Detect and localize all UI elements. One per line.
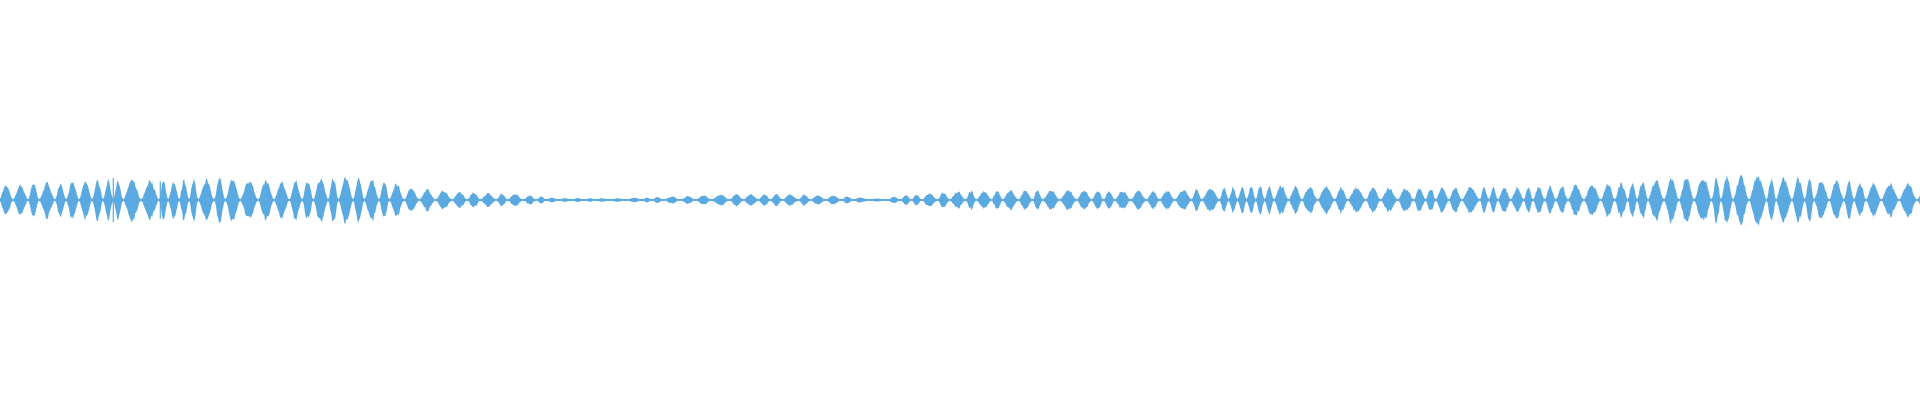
waveform-path bbox=[0, 174, 1920, 227]
waveform-transients bbox=[112, 178, 161, 222]
